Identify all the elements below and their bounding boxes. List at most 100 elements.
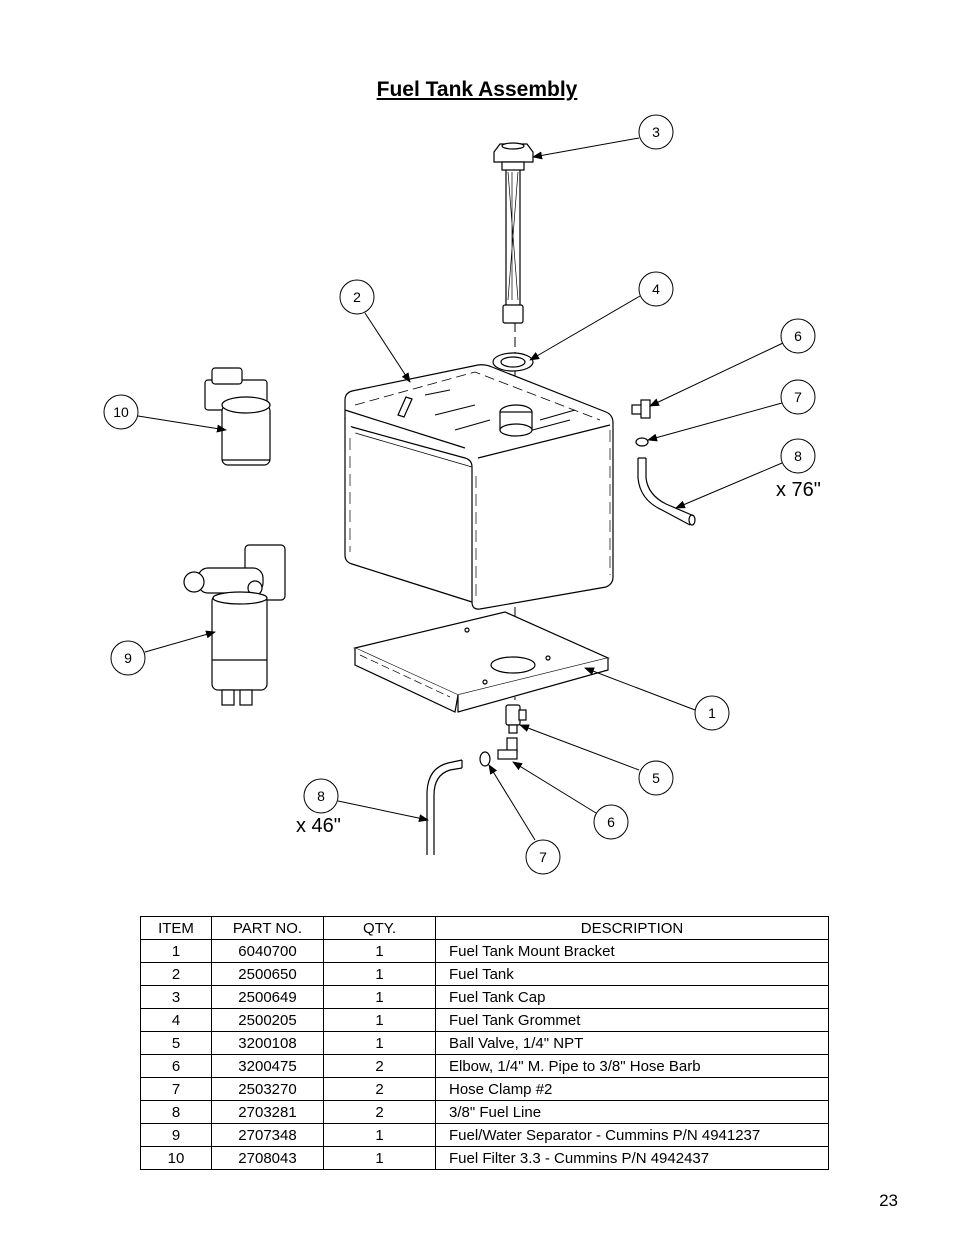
cell-item: 1 bbox=[140, 939, 212, 963]
cell-description: Fuel Tank bbox=[435, 962, 829, 986]
header-item: ITEM bbox=[140, 916, 212, 940]
callout-labels: 3 4 2 6 7 8 10 9 1 5 6 7 8 bbox=[113, 124, 802, 865]
table-row: 1 6040700 1 Fuel Tank Mount Bracket bbox=[140, 939, 829, 963]
header-description: DESCRIPTION bbox=[435, 916, 829, 940]
callout-label: 8 bbox=[794, 448, 802, 464]
callout-label: 4 bbox=[652, 281, 660, 297]
cell-item: 8 bbox=[140, 1100, 212, 1124]
fuel-line-upper-drawing bbox=[637, 457, 696, 526]
table-row: 8 2703281 2 3/8" Fuel Line bbox=[140, 1100, 829, 1124]
cell-qty: 2 bbox=[323, 1077, 436, 1101]
cell-description: Fuel Tank Mount Bracket bbox=[435, 939, 829, 963]
callout-7-lower bbox=[525, 839, 561, 875]
fuel-tank-mount-bracket-drawing bbox=[353, 611, 610, 713]
fuel-line-lower-drawing bbox=[426, 759, 463, 855]
callout-6-upper bbox=[780, 318, 816, 354]
callout-label: 6 bbox=[607, 814, 615, 830]
ball-valve-drawing bbox=[505, 704, 527, 734]
callout-label: 8 bbox=[317, 788, 325, 804]
elbow-lower-drawing bbox=[497, 737, 518, 760]
table-row: 9 2707348 1 Fuel/Water Separator - Cummi… bbox=[140, 1123, 829, 1147]
callout-9 bbox=[110, 640, 146, 676]
callout-7-upper bbox=[780, 379, 816, 415]
cell-part-no: 3200475 bbox=[211, 1054, 324, 1078]
cell-description: Ball Valve, 1/4" NPT bbox=[435, 1031, 829, 1055]
cell-item: 10 bbox=[140, 1146, 212, 1170]
fuel-filter-drawing bbox=[204, 367, 271, 466]
cell-item: 2 bbox=[140, 962, 212, 986]
fuel-tank-grommet-drawing bbox=[492, 352, 534, 372]
cell-description: Fuel/Water Separator - Cummins P/N 49412… bbox=[435, 1123, 829, 1147]
cell-item: 7 bbox=[140, 1077, 212, 1101]
cell-qty: 1 bbox=[323, 1123, 436, 1147]
callout-label: 5 bbox=[652, 770, 660, 786]
callout-8-lower bbox=[303, 778, 339, 814]
cell-qty: 1 bbox=[323, 1031, 436, 1055]
cell-description: Elbow, 1/4" M. Pipe to 3/8" Hose Barb bbox=[435, 1054, 829, 1078]
fuel-tank-cap-drawing bbox=[493, 142, 534, 324]
cell-qty: 1 bbox=[323, 1146, 436, 1170]
cell-item: 5 bbox=[140, 1031, 212, 1055]
table-row: 7 2503270 2 Hose Clamp #2 bbox=[140, 1077, 829, 1101]
upper-hose-length: x 76" bbox=[776, 479, 821, 501]
cell-qty: 1 bbox=[323, 962, 436, 986]
callout-10 bbox=[103, 394, 139, 430]
callout-balloons bbox=[103, 114, 816, 875]
table-header-row: ITEM PART NO. QTY. DESCRIPTION bbox=[140, 916, 829, 940]
cell-part-no: 2703281 bbox=[211, 1100, 324, 1124]
header-part-no: PART NO. bbox=[211, 916, 324, 940]
callout-5 bbox=[638, 760, 674, 796]
callout-label: 1 bbox=[708, 705, 716, 721]
cell-description: 3/8" Fuel Line bbox=[435, 1100, 829, 1124]
table-row: 10 2708043 1 Fuel Filter 3.3 - Cummins P… bbox=[140, 1146, 829, 1170]
callout-3 bbox=[638, 114, 674, 150]
cell-part-no: 3200108 bbox=[211, 1031, 324, 1055]
table-row: 6 3200475 2 Elbow, 1/4" M. Pipe to 3/8" … bbox=[140, 1054, 829, 1078]
cell-item: 9 bbox=[140, 1123, 212, 1147]
page-number: 23 bbox=[879, 1191, 898, 1210]
callout-label: 2 bbox=[353, 289, 361, 305]
cell-item: 6 bbox=[140, 1054, 212, 1078]
parts-table: ITEM PART NO. QTY. DESCRIPTION 1 6040700… bbox=[140, 916, 829, 1170]
lower-hose-length: x 46" bbox=[296, 815, 341, 837]
cell-part-no: 2500650 bbox=[211, 962, 324, 986]
cell-description: Fuel Tank Grommet bbox=[435, 1008, 829, 1032]
callout-label: 7 bbox=[539, 849, 547, 865]
fuel-water-separator-drawing bbox=[183, 544, 286, 706]
callout-2 bbox=[339, 279, 375, 315]
callout-label: 3 bbox=[652, 124, 660, 140]
table-row: 4 2500205 1 Fuel Tank Grommet bbox=[140, 1008, 829, 1032]
callout-label: 6 bbox=[794, 328, 802, 344]
callout-6-lower bbox=[593, 804, 629, 840]
cell-part-no: 2707348 bbox=[211, 1123, 324, 1147]
cell-part-no: 6040700 bbox=[211, 939, 324, 963]
leader-lines bbox=[137, 137, 784, 841]
cell-qty: 2 bbox=[323, 1054, 436, 1078]
cell-description: Hose Clamp #2 bbox=[435, 1077, 829, 1101]
callout-label: 9 bbox=[124, 650, 132, 666]
table-row: 2 2500650 1 Fuel Tank bbox=[140, 962, 829, 986]
callout-1 bbox=[694, 695, 730, 731]
cell-part-no: 2500205 bbox=[211, 1008, 324, 1032]
cell-item: 4 bbox=[140, 1008, 212, 1032]
page-title: Fuel Tank Assembly bbox=[376, 78, 578, 101]
cell-part-no: 2708043 bbox=[211, 1146, 324, 1170]
cell-item: 3 bbox=[140, 985, 212, 1009]
callout-label: 7 bbox=[794, 389, 802, 405]
hose-clamp-upper-drawing bbox=[635, 437, 649, 447]
fuel-tank-drawing bbox=[344, 364, 614, 610]
header-qty: QTY. bbox=[323, 916, 436, 940]
cell-qty: 1 bbox=[323, 939, 436, 963]
callout-4 bbox=[638, 271, 674, 307]
cell-description: Fuel Filter 3.3 - Cummins P/N 4942437 bbox=[435, 1146, 829, 1170]
table-row: 5 3200108 1 Ball Valve, 1/4" NPT bbox=[140, 1031, 829, 1055]
cell-description: Fuel Tank Cap bbox=[435, 985, 829, 1009]
callout-8-upper bbox=[780, 438, 816, 474]
hose-clamp-lower-drawing bbox=[479, 751, 491, 767]
table-row: 3 2500649 1 Fuel Tank Cap bbox=[140, 985, 829, 1009]
cell-qty: 1 bbox=[323, 985, 436, 1009]
elbow-upper-drawing bbox=[631, 399, 651, 419]
cell-part-no: 2503270 bbox=[211, 1077, 324, 1101]
exploded-view-diagram: 3 4 2 6 7 8 10 9 1 5 6 7 8 x 76" x 46" bbox=[103, 114, 821, 875]
callout-label: 10 bbox=[113, 404, 129, 420]
